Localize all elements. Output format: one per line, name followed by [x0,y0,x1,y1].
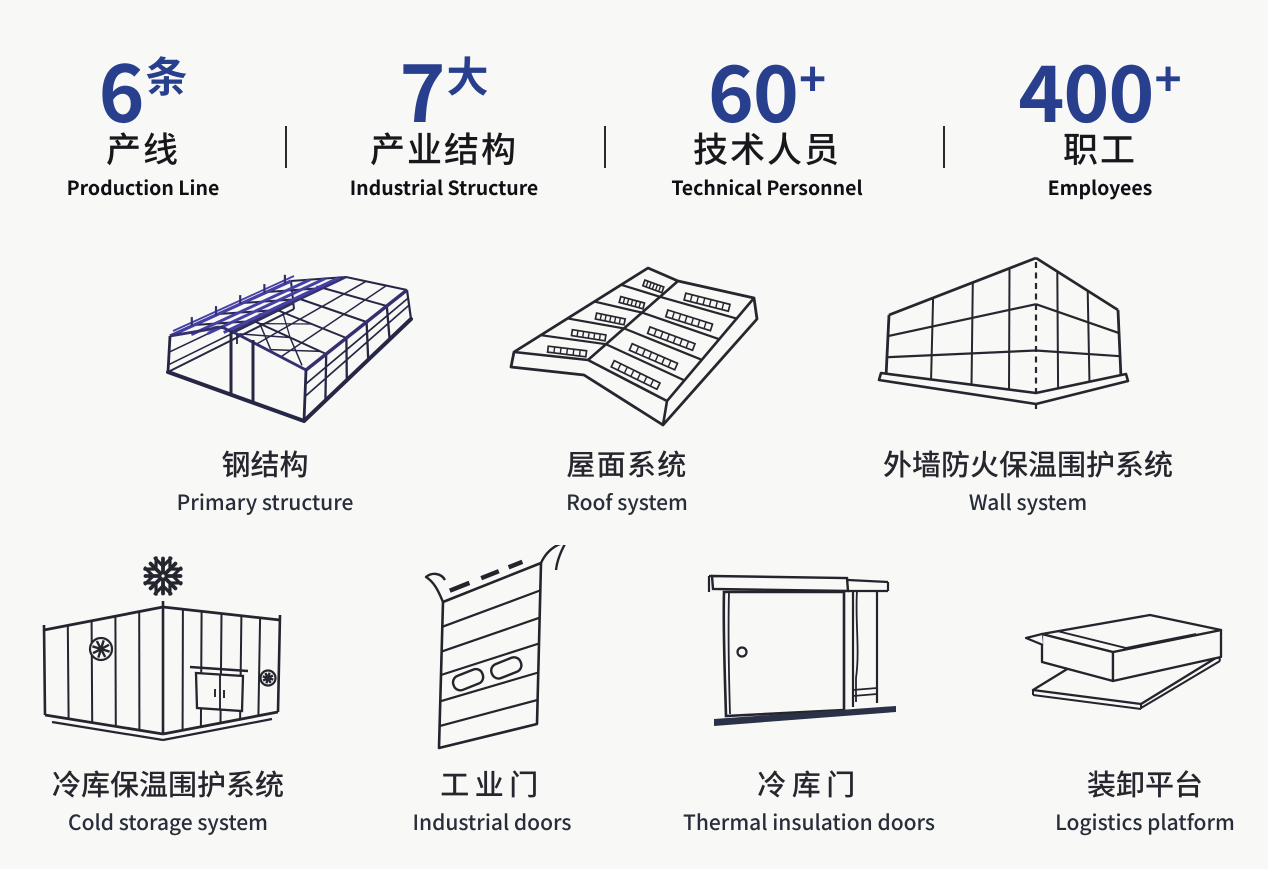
stats-divider [285,126,287,168]
caption-en: Logistics platform [1055,807,1235,837]
stat-label-en: Production Line [66,172,220,201]
figure-caption: 外墙防火保温围护系统 Wall system [883,447,1173,514]
caption-en: Wall system [968,487,1088,517]
industrial-door-illustration [424,545,566,750]
caption-zh: 冷库保温围护系统 [51,762,285,804]
snowflake-icon [143,556,183,596]
stat-block-2: 7大 产业结构 Industrial Structure [274,33,614,201]
stat-number: 6条 [98,33,188,145]
caption-en: Primary structure [176,487,354,517]
stat-unit: + [798,44,827,110]
stat-unit: 条 [145,44,188,105]
stat-label-en: Technical Personnel [671,172,863,201]
stat-label-en: Industrial Structure [349,172,539,201]
stat-block-1: 6条 产线 Production Line [0,33,313,201]
figure-caption: 工业门 Industrial doors [413,767,572,834]
fan-icon [259,669,277,687]
stats-divider [943,126,945,168]
caption-en: Cold storage system [68,807,268,837]
roof-system-illustration [509,266,759,427]
caption-en: Roof system [566,487,688,517]
caption-zh: 外墙防火保温围护系统 [882,442,1174,484]
wall-system-illustration [877,256,1130,409]
stat-label-zh: 技术人员 [692,122,841,173]
stat-label-en: Employees [1047,172,1153,201]
figure-caption: 装卸平台 Logistics platform [1055,767,1235,834]
caption-zh: 冷库门 [757,762,861,804]
stat-block-3: 60+ 技术人员 Technical Personnel [597,33,937,201]
caption-zh: 钢结构 [221,442,309,484]
stat-number: 60+ [707,33,827,145]
stat-label-zh: 产业结构 [369,122,518,173]
fan-icon [88,636,114,662]
steel-structure-illustration [166,274,413,423]
figure-caption: 钢结构 Primary structure [177,447,354,514]
stat-number: 400+ [1018,33,1182,145]
stat-block-4: 400+ 职工 Employees [930,33,1268,201]
caption-en: Industrial doors [412,807,572,837]
caption-en: Thermal insulation doors [683,807,935,837]
figure-caption: 冷库保温围护系统 Cold storage system [52,767,284,834]
stat-unit: 大 [446,44,489,105]
stat-label-zh: 职工 [1062,122,1137,173]
figure-caption: 屋面系统 Roof system [566,447,688,514]
stat-number: 7大 [399,33,489,145]
caption-zh: 屋面系统 [566,442,688,484]
thermal-insulation-door-illustration [707,574,896,726]
logistics-platform-illustration [1024,613,1223,710]
stat-unit: + [1154,44,1182,110]
caption-zh: 装卸平台 [1086,762,1204,804]
stat-label-zh: 产线 [105,122,180,173]
stats-divider [604,126,606,168]
figure-caption: 冷库门 Thermal insulation doors [683,767,935,834]
cold-storage-illustration [42,556,282,742]
caption-zh: 工业门 [440,762,544,804]
